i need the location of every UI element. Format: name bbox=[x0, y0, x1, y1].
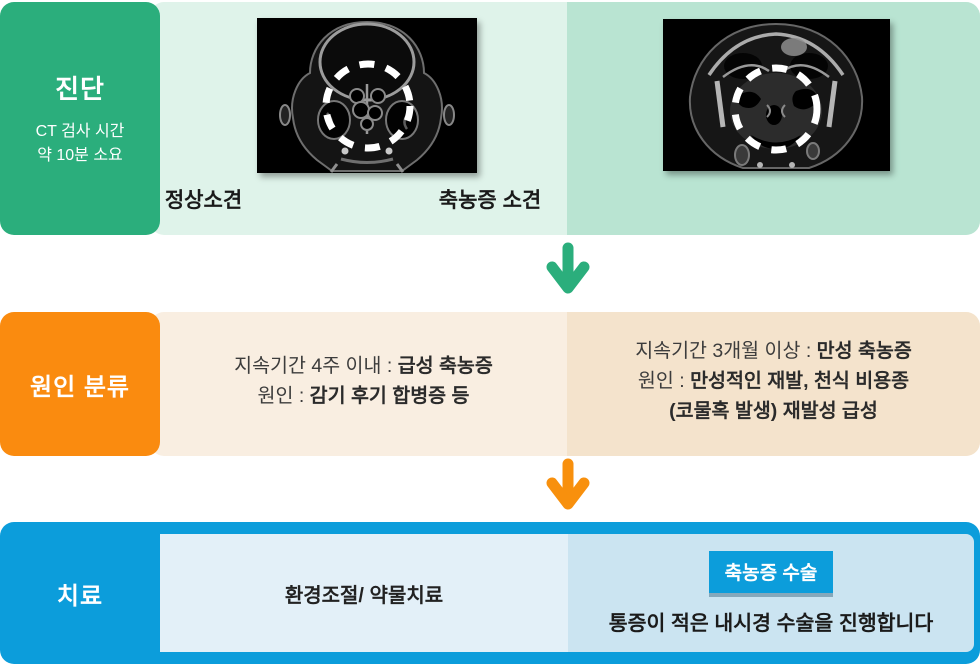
chronic-sinusitis-panel: 지속기간 3개월 이상 : 만성 축농증 원인 : 만성적인 재발, 천식 비용… bbox=[567, 312, 980, 456]
diagnosis-row: 진단 CT 검사 시간 약 10분 소요 bbox=[0, 2, 980, 235]
chronic-line2-prefix: 원인 : bbox=[637, 370, 691, 392]
chronic-line1: 지속기간 3개월 이상 : 만성 축농증 bbox=[635, 336, 912, 366]
chronic-line1-bold: 만성 축농증 bbox=[816, 340, 912, 362]
chronic-line3-bold: (코물혹 발생) 재발성 급성 bbox=[669, 400, 878, 422]
diagnosis-subtitle: CT 검사 시간 약 10분 소요 bbox=[36, 120, 125, 168]
diagnosis-subtitle-line2: 약 10분 소요 bbox=[37, 147, 123, 164]
ct-normal-caption: 정상소견 bbox=[164, 189, 243, 212]
chronic-line2: 원인 : 만성적인 재발, 천식 비용종 bbox=[638, 366, 909, 396]
cause-title: 원인 분류 bbox=[30, 373, 130, 401]
arrow-down-icon bbox=[545, 242, 591, 297]
acute-line2-prefix: 원인 : bbox=[257, 385, 310, 407]
acute-line1-prefix: 지속기간 4주 이내 : bbox=[234, 355, 398, 377]
acute-sinusitis-panel: 지속기간 4주 이내 : 급성 축농증 원인 : 감기 후기 합병증 등 bbox=[160, 312, 567, 456]
diagnosis-label-panel: 진단 CT 검사 시간 약 10분 소요 bbox=[0, 2, 160, 235]
treatment-title: 치료 bbox=[56, 582, 104, 610]
acute-line1: 지속기간 4주 이내 : 급성 축농증 bbox=[234, 351, 493, 381]
conservative-treatment-panel: 환경조절/ 약물치료 bbox=[160, 534, 568, 652]
diagnosis-subtitle-line1: CT 검사 시간 bbox=[35, 123, 125, 140]
acute-line1-bold: 급성 축농증 bbox=[397, 355, 493, 377]
cause-row: 원인 분류 지속기간 4주 이내 : 급성 축농증 원인 : 감기 후기 합병증… bbox=[0, 312, 980, 456]
cause-row-right-background bbox=[567, 312, 980, 456]
chronic-line2-bold: 만성적인 재발, 천식 비용종 bbox=[690, 370, 910, 392]
ct-scan-normal-image bbox=[257, 18, 477, 173]
ct-sinusitis-caption: 축농증 소견 bbox=[438, 189, 542, 212]
acute-line2-bold: 감기 후기 합병증 등 bbox=[309, 385, 470, 407]
dashed-circle-marker bbox=[731, 64, 821, 154]
chronic-line3: (코물혹 발생) 재발성 급성 bbox=[669, 396, 878, 426]
chronic-line1-prefix: 지속기간 3개월 이상 : bbox=[635, 340, 817, 362]
surgery-description: 통증이 적은 내시경 수술을 진행합니다 bbox=[608, 611, 934, 635]
surgery-treatment-panel: 축농증 수술 통증이 적은 내시경 수술을 진행합니다 bbox=[568, 534, 974, 652]
surgery-badge: 축농증 수술 bbox=[708, 550, 834, 593]
arrow-down-icon bbox=[545, 458, 591, 513]
ct-scan-sinusitis-image bbox=[663, 19, 890, 171]
diagnosis-title: 진단 bbox=[55, 74, 105, 104]
acute-line2: 원인 : 감기 후기 합병증 등 bbox=[258, 381, 470, 411]
conservative-treatment-text: 환경조절/ 약물치료 bbox=[284, 584, 444, 607]
treatment-row: 치료 환경조절/ 약물치료 축농증 수술 통증이 적은 내시경 수술을 진행합니… bbox=[0, 522, 980, 664]
dashed-circle-marker bbox=[322, 60, 414, 152]
cause-label-panel: 원인 분류 bbox=[0, 312, 160, 456]
